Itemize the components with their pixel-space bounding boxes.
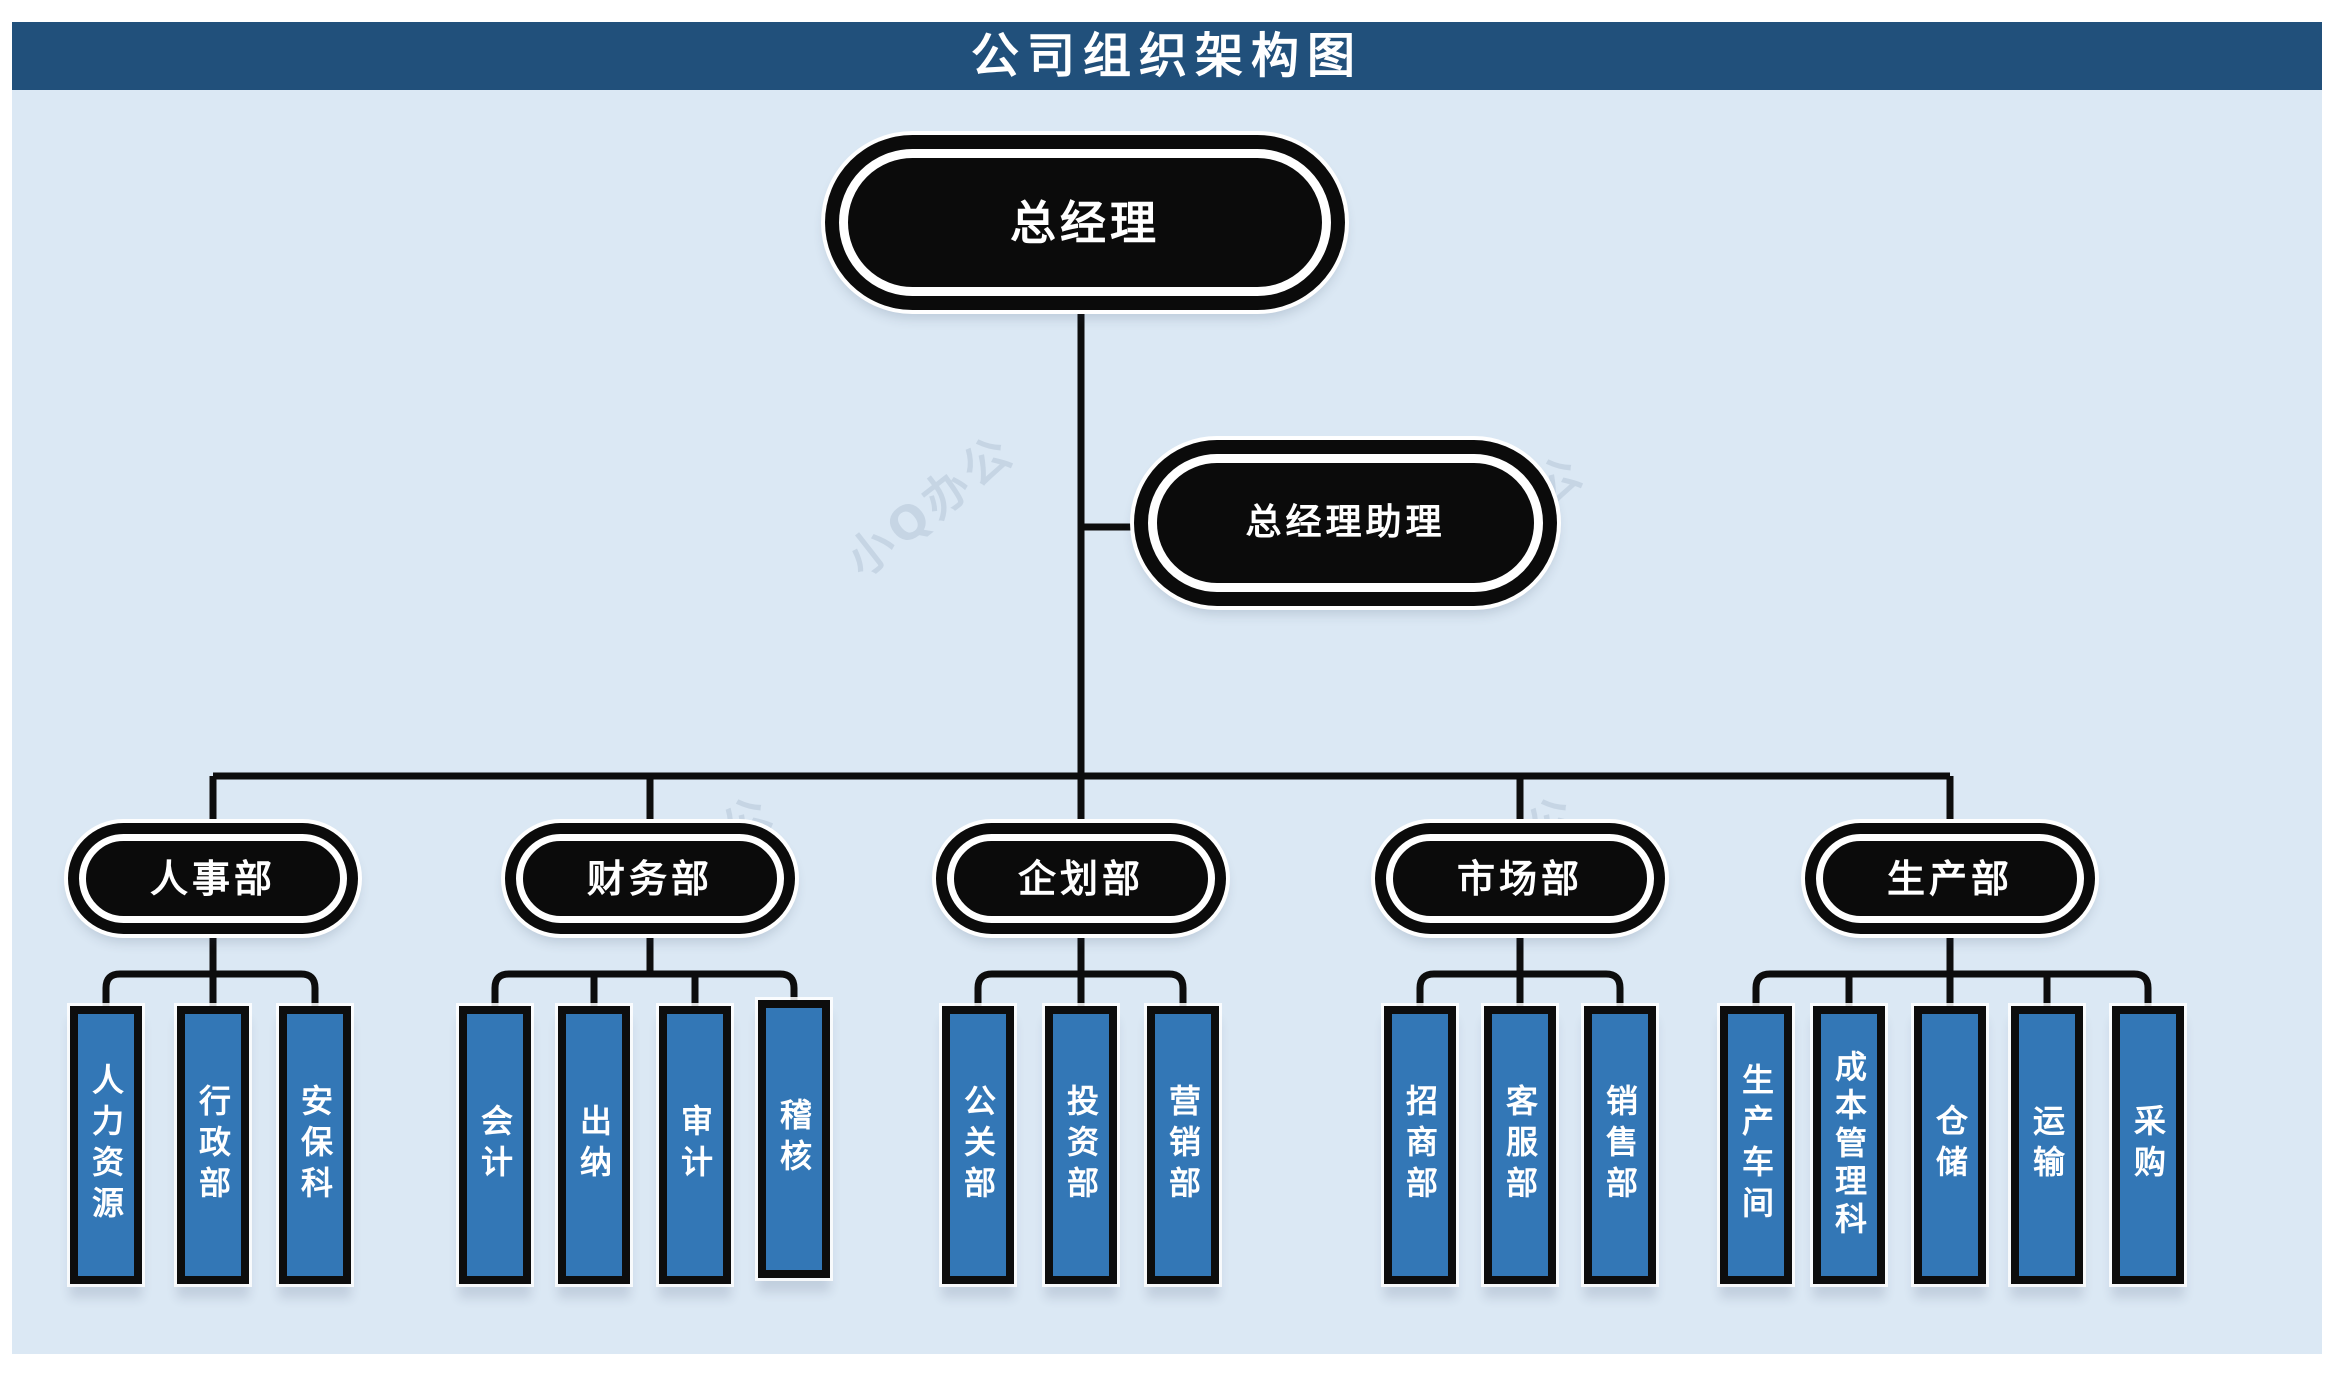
node-label: 人事部 bbox=[149, 856, 276, 901]
node-label: 采购 bbox=[2129, 1104, 2167, 1186]
node-label: 招商部 bbox=[1401, 1083, 1439, 1207]
node-label: 企划部 bbox=[1017, 856, 1144, 901]
node-child: 投资部 bbox=[1045, 1006, 1117, 1284]
node-child: 审计 bbox=[659, 1006, 731, 1284]
node-child: 仓储 bbox=[1914, 1006, 1986, 1284]
node-label: 成本管理科 bbox=[1830, 1050, 1868, 1240]
node-dept-hr: 人事部 bbox=[68, 823, 358, 934]
node-child: 安保科 bbox=[279, 1006, 351, 1284]
node-child: 行政部 bbox=[177, 1006, 249, 1284]
node-dept-production: 生产部 bbox=[1805, 823, 2095, 934]
node-label: 财务部 bbox=[586, 856, 713, 901]
node-child: 人力资源 bbox=[70, 1006, 142, 1284]
node-child: 营销部 bbox=[1147, 1006, 1219, 1284]
node-child: 公关部 bbox=[942, 1006, 1014, 1284]
node-gm-assistant: 总经理助理 bbox=[1134, 440, 1557, 606]
node-dept-market: 市场部 bbox=[1375, 823, 1665, 934]
title-bar: 公司组织架构图 bbox=[12, 22, 2322, 90]
node-child: 客服部 bbox=[1484, 1006, 1556, 1284]
node-label: 仓储 bbox=[1931, 1104, 1969, 1186]
node-child: 会计 bbox=[459, 1006, 531, 1284]
node-label: 运输 bbox=[2028, 1104, 2066, 1186]
node-dept-planning: 企划部 bbox=[936, 823, 1226, 934]
node-label: 出纳 bbox=[575, 1104, 613, 1186]
node-label: 总经理 bbox=[1010, 195, 1160, 250]
node-label: 人力资源 bbox=[87, 1063, 125, 1227]
node-general-manager: 总经理 bbox=[825, 135, 1345, 310]
node-child: 招商部 bbox=[1384, 1006, 1456, 1284]
node-child: 销售部 bbox=[1584, 1006, 1656, 1284]
node-label: 安保科 bbox=[296, 1083, 334, 1207]
node-label: 会计 bbox=[476, 1104, 514, 1186]
node-label: 生产部 bbox=[1886, 856, 2013, 901]
node-label: 营销部 bbox=[1164, 1083, 1202, 1207]
node-label: 总经理助理 bbox=[1245, 502, 1446, 543]
node-label: 投资部 bbox=[1062, 1083, 1100, 1207]
node-child: 成本管理科 bbox=[1813, 1006, 1885, 1284]
node-child: 生产车间 bbox=[1720, 1006, 1792, 1284]
node-label: 审计 bbox=[676, 1104, 714, 1186]
node-label: 生产车间 bbox=[1737, 1063, 1775, 1227]
node-child: 出纳 bbox=[558, 1006, 630, 1284]
node-dept-finance: 财务部 bbox=[505, 823, 795, 934]
node-child: 运输 bbox=[2011, 1006, 2083, 1284]
node-child: 稽核 bbox=[758, 1000, 830, 1278]
node-label: 行政部 bbox=[194, 1083, 232, 1207]
node-label: 市场部 bbox=[1456, 856, 1583, 901]
node-label: 客服部 bbox=[1501, 1083, 1539, 1207]
node-label: 稽核 bbox=[775, 1098, 813, 1180]
node-label: 销售部 bbox=[1601, 1083, 1639, 1207]
page-title: 公司组织架构图 bbox=[970, 28, 1363, 84]
node-label: 公关部 bbox=[959, 1083, 997, 1207]
node-child: 采购 bbox=[2112, 1006, 2184, 1284]
